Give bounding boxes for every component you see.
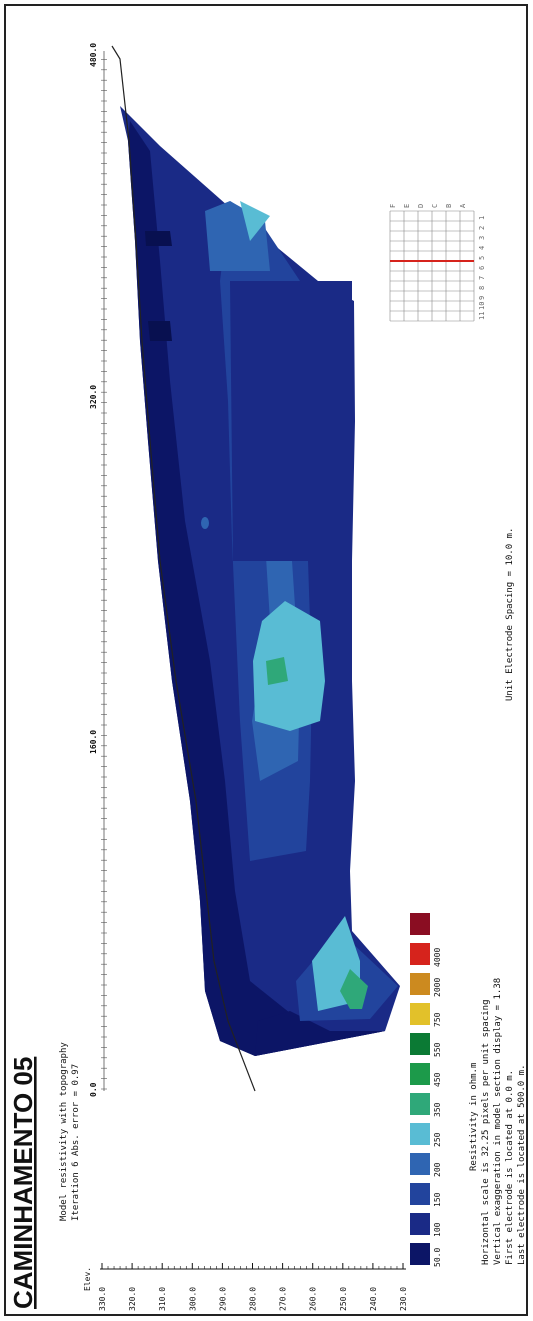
- high-zone-right: [240, 201, 270, 241]
- lowest-zone-far-right: [145, 231, 172, 246]
- footer-line-3: First electrode is located at 0.0 m.: [505, 1070, 515, 1265]
- grid-row-label: C: [431, 204, 439, 208]
- elevation-tick-label: 330.0: [98, 1287, 107, 1311]
- legend-swatch: [410, 1123, 430, 1145]
- legend-swatch: [410, 1153, 430, 1175]
- legend-swatch: [410, 1243, 430, 1265]
- elevation-tick-label: 240.0: [369, 1287, 378, 1311]
- header-line-1: Model resistivity with topography: [59, 1042, 69, 1221]
- grid-row-label: D: [417, 204, 425, 208]
- grid-col-label: 1: [478, 216, 486, 220]
- elevation-ticks: 330.0 320.0 310.0 300.0 290.0 280.0 270.0 260.0…: [98, 1263, 408, 1311]
- grid-col-label: 3: [478, 236, 486, 240]
- legend-value: 450: [433, 1072, 442, 1087]
- legend-value: 250: [433, 1132, 442, 1147]
- elevation-tick-label: 310.0: [158, 1287, 167, 1311]
- elevation-tick-label: 260.0: [309, 1287, 318, 1311]
- unit-electrode-spacing: Unit Electrode Spacing = 10.0 m.: [505, 528, 515, 701]
- very-high-resistivity-core: [266, 657, 288, 685]
- elevation-axis-title: Elev.: [83, 1267, 92, 1291]
- legend-value: 550: [433, 1042, 442, 1057]
- legend-swatch: [410, 1033, 430, 1055]
- grid-row-label: F: [389, 204, 397, 208]
- footer-line-1: Horizontal scale is 32.25 pixels per uni…: [481, 999, 491, 1265]
- low-resistivity-zone-left: [255, 1011, 385, 1056]
- iteration-grid: F E D C B A 11 10 9 8 7 6 5 4 3 2 1: [389, 203, 486, 322]
- legend-swatch: [410, 913, 430, 935]
- legend-value: 200: [433, 1162, 442, 1177]
- deep-low-zone: [230, 281, 352, 561]
- page-border: [4, 4, 528, 1316]
- grid-col-label: 6: [478, 266, 486, 270]
- small-anomaly: [201, 517, 209, 529]
- legend-swatch: [410, 943, 430, 965]
- legend-value: 150: [433, 1192, 442, 1207]
- grid-col-label: 4: [478, 246, 486, 250]
- high-resistivity-body: [253, 601, 325, 731]
- elevation-tick-label: 230.0: [399, 1287, 408, 1311]
- low-resistivity-layer: [128, 121, 385, 1056]
- legend-value: 4000: [433, 948, 442, 967]
- legend-swatch: [410, 1063, 430, 1085]
- grid-row-label: B: [445, 204, 453, 208]
- grid-row-label: A: [459, 203, 467, 208]
- elevation-tick-label: 250.0: [339, 1287, 348, 1311]
- distance-label: 0.0: [89, 1082, 98, 1097]
- grid-col-label: 11: [478, 312, 486, 320]
- legend-caption: Resistivity in ohm.m: [469, 1063, 479, 1171]
- grid-col-label: 10: [478, 302, 486, 310]
- legend-value: 750: [433, 1012, 442, 1027]
- header-line-2: Iteration 6 Abs. error = 0.97: [71, 1064, 81, 1221]
- elevation-tick-label: 280.0: [249, 1287, 258, 1311]
- grid-col-label: 5: [478, 256, 486, 260]
- elevation-tick-label: 270.0: [279, 1287, 288, 1311]
- grid-col-label: 7: [478, 276, 486, 280]
- distance-label: 320.0: [89, 385, 98, 409]
- legend-value: 100: [433, 1222, 442, 1237]
- very-high-zone-left: [340, 969, 368, 1009]
- footer-line-2: Vertical exaggeration in model section d…: [493, 978, 503, 1265]
- grid-row-label: E: [403, 204, 411, 208]
- resistivity-legend: 50.0 100 150 200 250 350 450 550 750 2000 4000: [410, 913, 442, 1267]
- legend-swatch: [410, 1093, 430, 1115]
- legend-value: 350: [433, 1102, 442, 1117]
- elevation-tick-label: 320.0: [128, 1287, 137, 1311]
- distance-label: 160.0: [89, 730, 98, 754]
- resistivity-model-section: [120, 106, 400, 1056]
- lowest-zone-right: [148, 321, 172, 341]
- legend-swatch: [410, 1183, 430, 1205]
- elevation-tick-label: 290.0: [218, 1287, 227, 1311]
- grid-col-label: 8: [478, 286, 486, 290]
- distance-axis-ticks: [101, 59, 107, 1090]
- distance-axis-labels: 0.0 160.0 320.0 480.0: [89, 43, 98, 1097]
- legend-swatch: [410, 1003, 430, 1025]
- legend-value: 50.0: [433, 1248, 442, 1267]
- distance-label: 480.0: [89, 43, 98, 67]
- grid-col-label: 9: [478, 296, 486, 300]
- topography-line: [111, 45, 256, 1092]
- legend-swatch: [410, 1213, 430, 1235]
- footer-line-4: Last electrode is located at 500.0 m.: [517, 1065, 527, 1265]
- figure-title: CAMINHAMENTO 05: [8, 1057, 38, 1309]
- grid-col-label: 2: [478, 226, 486, 230]
- elevation-tick-label: 300.0: [188, 1287, 197, 1311]
- legend-value: 2000: [433, 978, 442, 997]
- legend-swatch: [410, 973, 430, 995]
